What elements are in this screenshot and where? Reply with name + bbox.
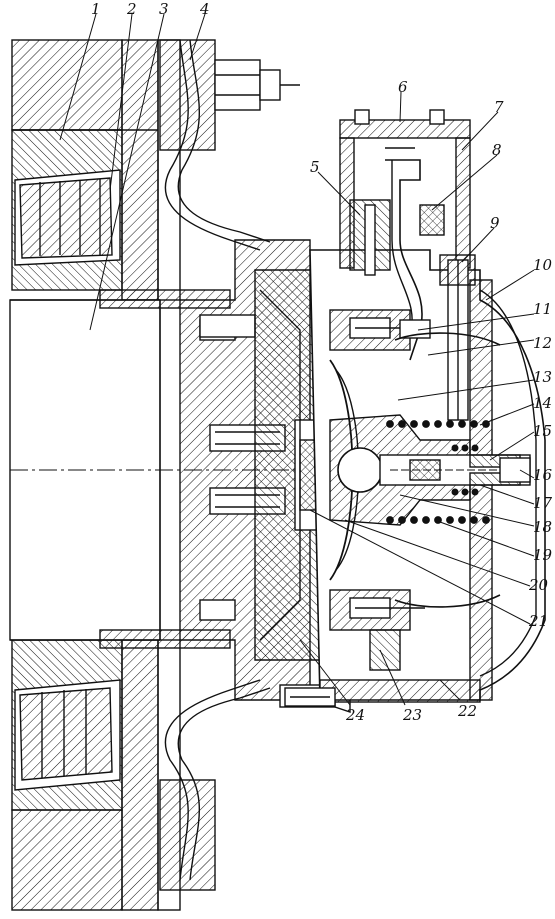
valve-body — [329, 414, 531, 526]
callout-19: 19 — [533, 546, 553, 564]
callout-18: 18 — [533, 518, 553, 536]
callout-8: 8 — [492, 141, 502, 159]
callout-5: 5 — [310, 158, 320, 176]
callout-12: 12 — [533, 334, 553, 352]
callout-21: 21 — [529, 612, 549, 630]
hub-upper — [11, 39, 181, 301]
callout-16: 16 — [533, 466, 553, 484]
spring-upper — [386, 420, 490, 428]
callout-11: 11 — [533, 300, 553, 318]
leader-lines — [59, 13, 535, 706]
callout-7: 7 — [494, 98, 504, 116]
lower-bolt — [284, 687, 336, 707]
callout-10: 10 — [533, 256, 553, 274]
callout-23: 23 — [403, 706, 423, 724]
callout-14: 14 — [533, 394, 553, 412]
piston-upper — [329, 309, 431, 351]
callout-9: 9 — [490, 214, 500, 232]
callout-20: 20 — [529, 576, 549, 594]
callout-13: 13 — [533, 368, 553, 386]
wheel-nut-top — [214, 59, 300, 111]
callout-1: 1 — [91, 0, 101, 18]
spring-inner — [451, 444, 479, 496]
callout-2: 2 — [127, 0, 137, 18]
spring-lower — [386, 516, 490, 524]
drum-profile — [159, 39, 271, 891]
callout-4: 4 — [200, 0, 210, 18]
callout-15: 15 — [533, 422, 553, 440]
piston-lower — [329, 589, 425, 671]
callout-3: 3 — [159, 0, 169, 18]
callout-22: 22 — [458, 702, 478, 720]
callout-24: 24 — [346, 706, 366, 724]
callout-17: 17 — [533, 494, 553, 512]
callout-6: 6 — [398, 78, 408, 96]
hub-lower — [11, 639, 181, 911]
top-chamber — [339, 109, 476, 421]
